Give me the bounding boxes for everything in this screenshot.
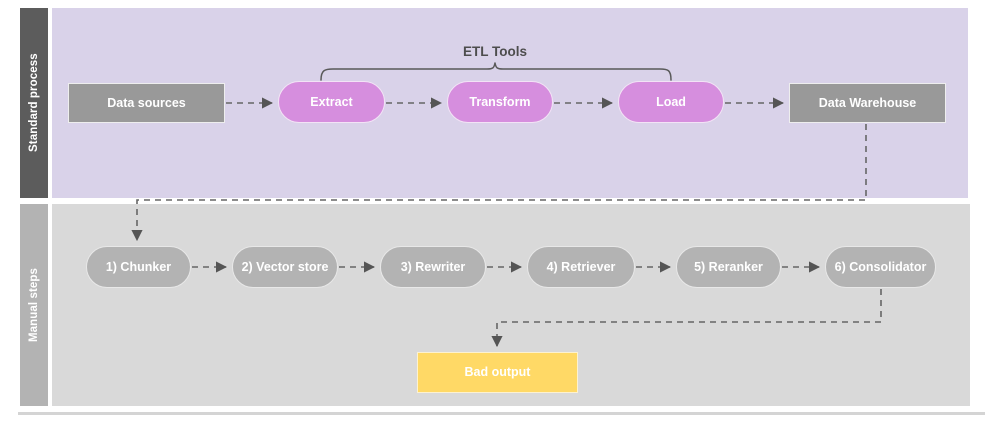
node-transform[interactable]: Transform bbox=[447, 81, 553, 123]
node-chunker[interactable]: 1) Chunker bbox=[86, 246, 191, 288]
node-rewriter[interactable]: 3) Rewriter bbox=[380, 246, 486, 288]
node-consolidator[interactable]: 6) Consolidator bbox=[825, 246, 936, 288]
node-extract[interactable]: Extract bbox=[278, 81, 385, 123]
node-data-sources[interactable]: Data sources bbox=[68, 83, 225, 123]
bottom-divider bbox=[18, 412, 985, 415]
node-retriever[interactable]: 4) Retriever bbox=[527, 246, 635, 288]
etl-tools-label: ETL Tools bbox=[463, 44, 527, 59]
node-load[interactable]: Load bbox=[618, 81, 724, 123]
node-vector-store[interactable]: 2) Vector store bbox=[232, 246, 338, 288]
node-reranker[interactable]: 5) Reranker bbox=[676, 246, 781, 288]
lane-label-standard-process: Standard process bbox=[20, 8, 48, 198]
node-bad-output[interactable]: Bad output bbox=[417, 352, 578, 393]
node-data-warehouse[interactable]: Data Warehouse bbox=[789, 83, 946, 123]
lane-label-manual-steps: Manual steps bbox=[20, 204, 48, 406]
